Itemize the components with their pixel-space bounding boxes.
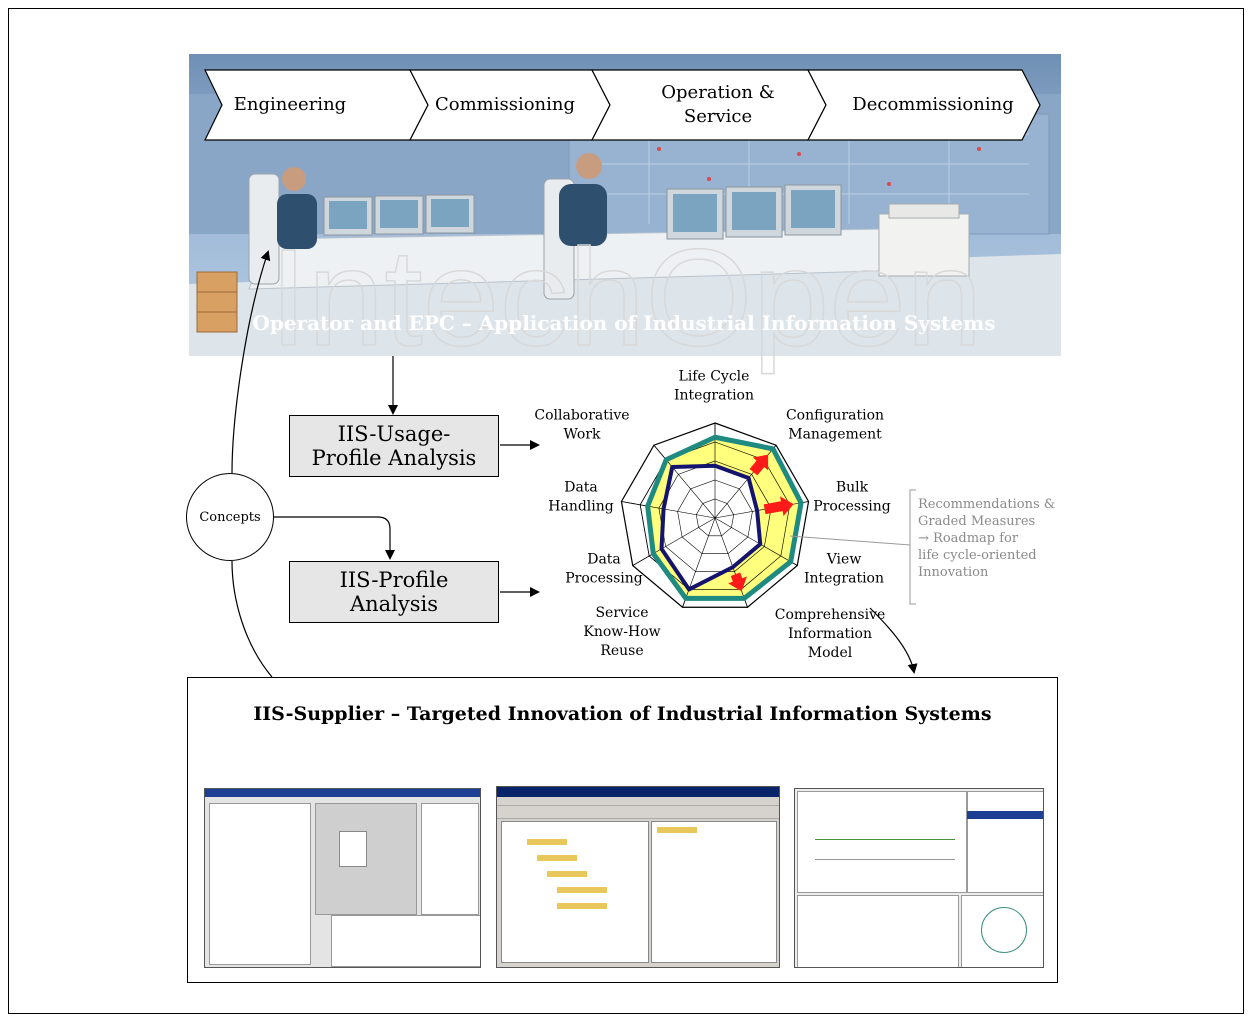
arrow-concepts-to-profile <box>274 516 395 560</box>
radar-improvement-arrow <box>728 572 747 592</box>
phase-chevron-operation <box>591 69 827 141</box>
radar-ring-overlay <box>677 479 753 555</box>
radar-ring-overlay <box>639 441 791 590</box>
phase-chevron-decommissioning <box>807 69 1041 141</box>
phase-label: Commissioning <box>435 94 575 115</box>
iis-usage-profile-box: IIS-Usage- Profile Analysis <box>289 415 499 477</box>
radar-axis-label: View <box>826 552 862 568</box>
radar-axis-label: Management <box>788 427 882 443</box>
radar-axis-label: Know-How <box>583 624 660 640</box>
radar-axis-label: Handling <box>548 499 614 515</box>
recommendations-bracket <box>789 489 916 605</box>
iis-profile-box: IIS-Profile Analysis <box>289 561 499 623</box>
radar-chart: Life CycleIntegrationConfigurationManage… <box>534 369 890 662</box>
phase-label: Engineering <box>234 94 346 115</box>
radar-target-profile <box>645 434 804 601</box>
radar-axis-label: Configuration <box>786 408 884 424</box>
radar-axis-label: Processing <box>565 571 643 587</box>
arrow-radar-to-supplier <box>869 607 918 674</box>
radar-improvement-arrow <box>763 496 794 517</box>
radar-improvement-arrow <box>749 454 769 476</box>
phase-label: Operation & <box>661 82 774 103</box>
radar-axis-label: Reuse <box>600 643 643 659</box>
radar-spoke-overlay <box>621 501 716 519</box>
radar-axis-label: Comprehensive <box>775 607 886 623</box>
radar-spoke-overlay <box>653 445 716 519</box>
radar-spoke-overlay <box>714 517 748 608</box>
watermark-text: IntechOpen <box>269 221 983 375</box>
radar-axis-label: Data <box>564 480 598 496</box>
recommendations-note: Recommendations & Graded Measures → Road… <box>918 497 1056 580</box>
radar-axis-label: Data <box>587 552 621 568</box>
radar-current-profile <box>659 463 763 592</box>
concepts-circle: Concepts <box>186 473 274 561</box>
radar-spoke-overlay <box>714 517 798 566</box>
radar-axis-label: Life Cycle <box>679 369 750 385</box>
radar-ring-overlay <box>621 422 809 608</box>
figure-frame <box>8 8 1244 1014</box>
supplier-screenshot-1 <box>204 788 481 968</box>
radar-axis-label: Processing <box>813 499 891 515</box>
supplier-screenshot-3 <box>794 788 1044 968</box>
arrow-supplier-to-concepts <box>231 560 273 678</box>
supplier-title: IIS-Supplier – Targeted Innovation of In… <box>253 703 992 725</box>
radar-axis-label: Bulk <box>836 480 869 496</box>
phase-chevrons <box>204 69 1041 141</box>
arrow-concepts-to-photo <box>231 250 271 474</box>
phase-label: Service <box>684 106 752 127</box>
radar-axis-label: Service <box>595 605 648 621</box>
radar-spoke-overlay <box>682 517 716 608</box>
iis-supplier-box: IIS-Supplier – Targeted Innovation of In… <box>187 677 1058 983</box>
radar-axis-label: Model <box>808 645 853 661</box>
phase-label: Decommissioning <box>852 94 1013 115</box>
radar-axis-label: Integration <box>674 388 754 404</box>
radar-axis-label: Work <box>563 427 601 443</box>
radar-axis-label: Collaborative <box>534 408 629 424</box>
photo-caption: Operator and EPC – Application of Indust… <box>252 311 995 335</box>
radar-ring-overlay <box>695 498 735 537</box>
radar-axis-label: Information <box>788 626 872 642</box>
radar-spoke-overlay <box>632 517 716 566</box>
radar-axis-label: Integration <box>804 571 884 587</box>
supplier-screenshot-2 <box>496 786 780 968</box>
